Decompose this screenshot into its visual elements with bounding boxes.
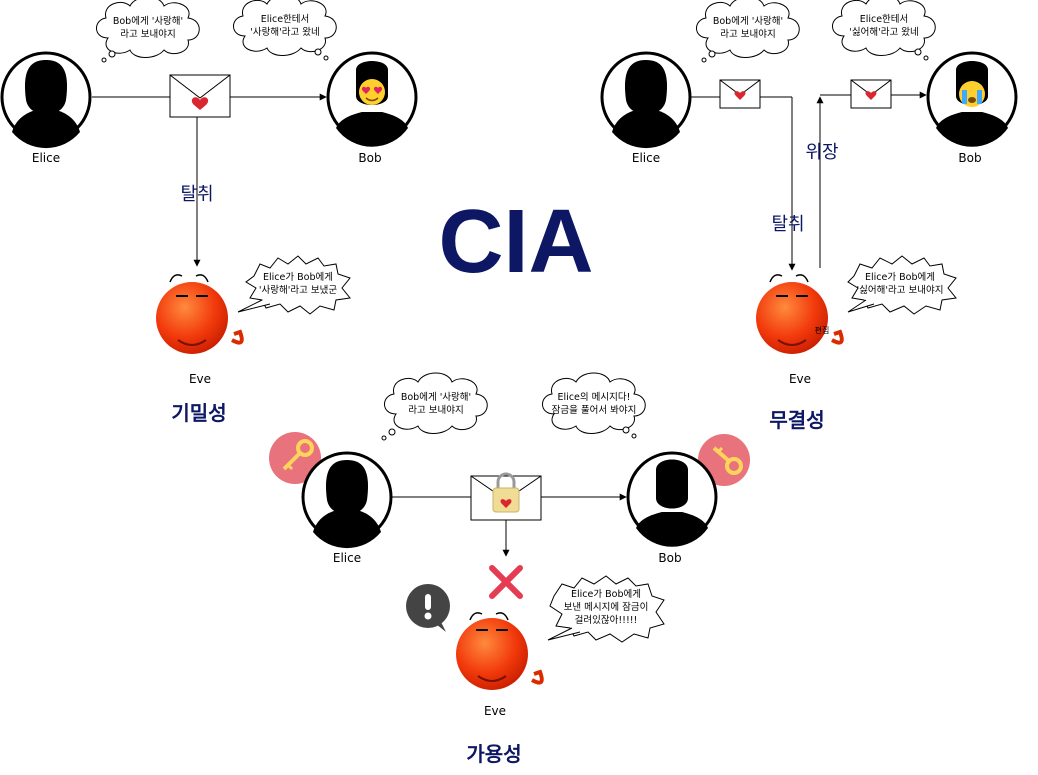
key-icon xyxy=(269,432,321,484)
sender-thought-bubble: Bob에게 '사랑해' 라고 보내야지 xyxy=(695,0,800,63)
section-label: 가용성 xyxy=(466,742,521,766)
receiver-thought-bubble: Elice한테서 '싫어해'라고 왔네 xyxy=(831,0,936,61)
sender-name: Elice xyxy=(333,551,361,565)
integrity-section: Elice Bob 탈취 위장 xyxy=(600,0,1018,432)
attacker-name: Eve xyxy=(789,372,811,386)
elice-avatar xyxy=(301,451,393,549)
attacker-speech-bubble: Elice가 Bob에게 '사랑해'라고 보냈군 xyxy=(237,255,351,315)
envelope-icon xyxy=(169,74,231,118)
exclamation-icon xyxy=(406,584,450,632)
receiver-name: Bob xyxy=(658,551,681,565)
bob-avatar xyxy=(626,451,718,547)
sender-thought-bubble: Bob에게 '사랑해' 라고 보내야지 xyxy=(381,372,488,441)
sender-name: Elice xyxy=(32,151,60,165)
elice-avatar xyxy=(600,51,692,149)
section-label: 기밀성 xyxy=(171,401,226,425)
attacker-tag: 편집 xyxy=(815,325,830,335)
svg-text:'싫어해'라고 보내야지: '싫어해'라고 보내야지 xyxy=(857,284,944,296)
intercept-label: 탈취 xyxy=(771,214,804,235)
svg-text:걸려있잖아!!!!!: 걸려있잖아!!!!! xyxy=(575,614,638,626)
svg-text:Bob에게 '사랑해': Bob에게 '사랑해' xyxy=(401,391,471,403)
receiver-thought-bubble: Elice의 메시지다! 잠금을 풀어서 봐야지 xyxy=(541,372,646,439)
intercept-label: 탈취 xyxy=(180,184,213,205)
envelope-icon xyxy=(719,79,761,109)
svg-text:Elice한테서: Elice한테서 xyxy=(261,14,310,25)
receiver-name: Bob xyxy=(358,151,381,165)
eve-devil-icon xyxy=(756,274,844,354)
svg-text:보낸 메시지에 잠금이: 보낸 메시지에 잠금이 xyxy=(564,602,649,613)
bob-avatar xyxy=(326,51,418,147)
sender-thought-bubble: Bob에게 '사랑해' 라고 보내야지 xyxy=(95,0,200,63)
receiver-thought-bubble: Elice한테서 '사랑해'라고 왔네 xyxy=(232,0,337,61)
svg-text:'싫어해'라고 왔네: '싫어해'라고 왔네 xyxy=(849,26,918,38)
forge-label: 위장 xyxy=(805,142,838,163)
svg-text:잠금을 풀어서 봐야지: 잠금을 풀어서 봐야지 xyxy=(552,405,637,416)
elice-avatar xyxy=(0,51,92,149)
attacker-speech-bubble: Elice가 Bob에게 보낸 메시지에 잠금이 걸려있잖아!!!!! xyxy=(547,575,665,643)
svg-text:Elice가 Bob에게: Elice가 Bob에게 xyxy=(571,589,641,600)
svg-text:Bob에게 '사랑해': Bob에게 '사랑해' xyxy=(713,15,783,27)
svg-text:Elice가 Bob에게: Elice가 Bob에게 xyxy=(263,272,333,283)
eve-devil-icon xyxy=(156,274,244,354)
attacker-name: Eve xyxy=(484,704,506,718)
attacker-name: Eve xyxy=(189,372,211,386)
page-title: CIA xyxy=(439,192,594,292)
svg-text:Elice의 메시지다!: Elice의 메시지다! xyxy=(558,392,631,403)
eve-devil-icon xyxy=(456,612,544,690)
svg-text:'사랑해'라고 보냈군: '사랑해'라고 보냈군 xyxy=(259,284,337,296)
heart-eyes-emoji xyxy=(359,79,385,105)
sender-name: Elice xyxy=(632,151,660,165)
blocked-cross-icon xyxy=(489,565,523,599)
confidentiality-section: Elice Bob 탈취 Bob에게 '사랑해' xyxy=(0,0,418,425)
svg-text:Bob에게 '사랑해': Bob에게 '사랑해' xyxy=(113,15,183,27)
envelope-icon xyxy=(850,79,892,109)
svg-text:Elice가 Bob에게: Elice가 Bob에게 xyxy=(865,272,935,283)
svg-text:Elice한테서: Elice한테서 xyxy=(860,14,909,25)
bob-avatar xyxy=(926,51,1018,147)
receiver-name: Bob xyxy=(958,151,981,165)
svg-text:'사랑해'라고 왔네: '사랑해'라고 왔네 xyxy=(250,26,319,38)
svg-text:라고 보내야지: 라고 보내야지 xyxy=(120,29,175,40)
svg-text:라고 보내야지: 라고 보내야지 xyxy=(720,29,775,40)
locked-envelope-icon xyxy=(470,472,542,521)
section-label: 무결성 xyxy=(769,408,824,432)
attacker-speech-bubble: Elice가 Bob에게 '싫어해'라고 보내야지 xyxy=(847,255,957,315)
availability-section: Elice Bob xyxy=(269,372,750,766)
key-icon xyxy=(698,434,750,486)
svg-text:라고 보내야지: 라고 보내야지 xyxy=(408,405,463,416)
